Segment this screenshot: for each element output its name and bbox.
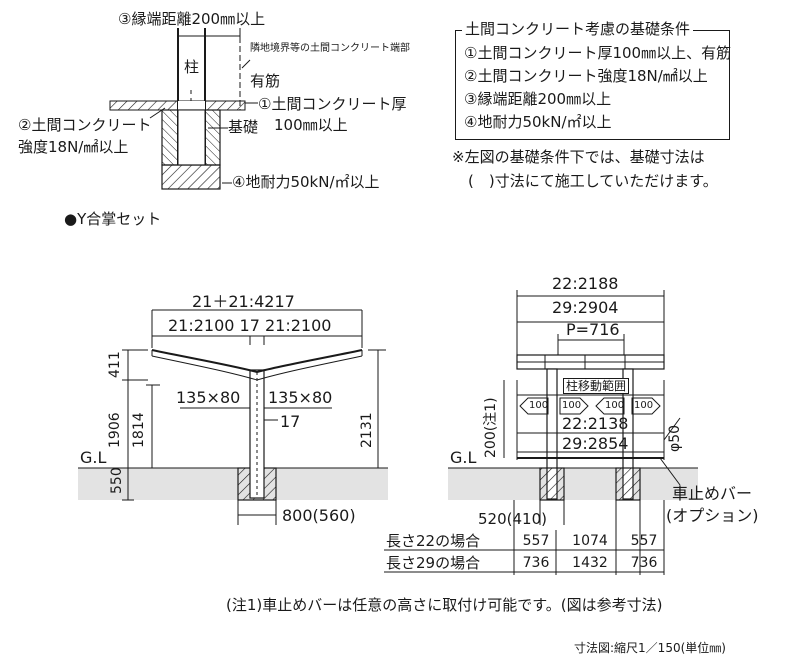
beam-size-right: 135×80 — [268, 388, 333, 407]
scale-note: 寸法図:縮尺1／150(単位㎜) — [574, 641, 726, 655]
edge-distance-label: ③縁端距離200㎜以上 — [118, 10, 266, 28]
foundation-label: 基礎 — [228, 118, 259, 136]
condition-item: ②土間コンクリート強度18N/㎟以上 — [464, 67, 708, 85]
concrete-strength-label: ②土間コンクリート — [18, 116, 152, 134]
rebar-label: 有筋 — [250, 72, 281, 90]
total-width-dim: 21＋21:4217 — [192, 292, 295, 311]
dim-411: 411 — [107, 351, 123, 378]
table-cell: 1074 — [572, 533, 608, 549]
slab-thickness-label: ①土間コンクリート厚 — [258, 95, 407, 113]
depth-29-dim: 29:2854 — [562, 434, 629, 453]
dim-1814: 1814 — [131, 412, 147, 448]
offset-arrows — [519, 397, 661, 415]
sub-width-dim: 21:2100 17 21:2100 — [168, 316, 332, 335]
ground-level-right: G.L — [450, 448, 477, 467]
width-22-dim: 22:2188 — [552, 274, 619, 293]
condition-item: ①土間コンクリート厚100㎜以上、有筋 — [464, 44, 732, 62]
offset-100: 100 — [529, 400, 549, 411]
condition-note-line2: ( )寸法にて施工していただけます。 — [468, 172, 718, 190]
depth-22-dim: 22:2138 — [562, 414, 629, 433]
neighbor-boundary-label: 隣地境界等の土間コンクリート端部 — [250, 43, 410, 54]
post-range-label: 柱移動範囲 — [563, 378, 630, 394]
foundation-detail — [109, 28, 258, 190]
condition-item: ③縁端距離200㎜以上 — [464, 90, 612, 108]
dimension-table-grid — [384, 530, 664, 575]
table-cell: 1432 — [572, 555, 608, 571]
side-elevation — [448, 290, 698, 575]
table-cell: 736 — [630, 555, 658, 571]
pillar-label: 柱 — [184, 58, 200, 76]
table-row-label: 長さ29の場合 — [386, 554, 481, 572]
ground-level-left: G.L — [80, 448, 107, 467]
section-title: ●Y合掌セット — [64, 210, 162, 228]
footing-width-left: 800(560) — [282, 506, 356, 525]
condition-note-line1: ※左図の基礎条件下では、基礎寸法は — [452, 148, 705, 166]
pitch-dim: P=716 — [566, 320, 620, 339]
stopper-bar-label: 車止めバー — [672, 484, 753, 503]
offset-100: 100 — [605, 400, 625, 411]
footing-width-right: 520(410) — [478, 510, 547, 528]
post-size-17: 17 — [280, 412, 301, 431]
dim-550: 550 — [109, 467, 125, 494]
width-29-dim: 29:2904 — [552, 298, 619, 317]
height-note: 200(注1) — [483, 397, 499, 458]
table-cell: 557 — [522, 533, 550, 549]
dim-2131: 2131 — [359, 412, 375, 448]
concrete-strength-value: 強度18N/㎟以上 — [18, 138, 129, 156]
table-cell: 736 — [522, 555, 550, 571]
conditions-title: 土間コンクリート考慮の基礎条件 — [462, 22, 694, 37]
slab-thickness-value: 100㎜以上 — [274, 116, 348, 134]
bearing-capacity-label: ④地耐力50kN/㎡以上 — [232, 173, 380, 191]
dim-1906: 1906 — [107, 412, 123, 448]
offset-100: 100 — [562, 400, 582, 411]
phi-50: φ50 — [667, 424, 683, 452]
condition-item: ④地耐力50kN/㎡以上 — [464, 113, 612, 131]
front-elevation — [78, 309, 388, 525]
offset-100: 100 — [634, 400, 654, 411]
table-row-label: 長さ22の場合 — [386, 532, 481, 550]
beam-size-left: 135×80 — [176, 388, 241, 407]
footnote: (注1)車止めバーは任意の高さに取付け可能です。(図は参考寸法) — [226, 596, 663, 614]
table-cell: 557 — [630, 533, 658, 549]
stopper-option-label: (オプション) — [666, 506, 759, 525]
